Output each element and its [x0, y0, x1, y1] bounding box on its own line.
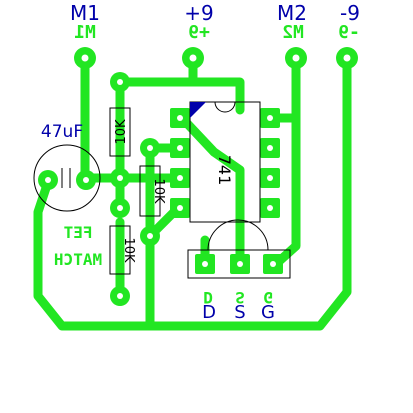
- mirror-m2: M2: [282, 22, 304, 43]
- label-plus9: +9: [184, 1, 213, 25]
- trace-m2-to-ic: [265, 113, 301, 269]
- mirror-m1: M1: [74, 22, 96, 43]
- opamp-notch: [214, 101, 236, 113]
- fet-pin-labels: D S G D S G: [202, 288, 275, 323]
- resistor-top-outline: [109, 107, 131, 157]
- mirror-pin-g: G: [263, 288, 273, 307]
- label-minus9: -9: [340, 1, 360, 25]
- fet-outline: [187, 249, 291, 279]
- trace-ic-diag: [177, 113, 245, 269]
- capacitor-outline: [33, 144, 101, 212]
- label-opamp: 741: [215, 155, 234, 186]
- label-res-mid: 10K: [151, 178, 166, 204]
- opamp-outline: [189, 101, 261, 223]
- label-pin-g: G: [261, 302, 275, 323]
- mirrored-labels: M1 +9 M2 -9 FET MATCH: [54, 22, 360, 269]
- label-res-top: 10K: [114, 119, 129, 145]
- label-res-bot: 10K: [121, 237, 136, 263]
- mirror-fet: FET: [64, 223, 93, 242]
- mirror-pin-s: S: [235, 288, 245, 307]
- opamp-pin1-marker: [190, 102, 206, 118]
- component-labels: 47uF 10K 10K 10K 741: [41, 119, 234, 263]
- label-m2: M2: [277, 1, 307, 25]
- fet-body: [207, 219, 269, 251]
- mirror-plus9: +9: [188, 22, 210, 43]
- resistor-bot-outline: [109, 225, 131, 275]
- silkscreen: [33, 101, 291, 279]
- trace-minus9: [33, 53, 352, 331]
- copper-traces: [33, 53, 352, 331]
- label-m1: M1: [70, 1, 100, 25]
- label-cap-value: 47uF: [41, 122, 83, 142]
- resistor-mid-outline: [139, 165, 161, 217]
- mirror-match: MATCH: [54, 250, 102, 269]
- drill-holes: [45, 54, 351, 299]
- label-pin-d: D: [202, 302, 216, 323]
- mirror-minus9: -9: [338, 22, 360, 43]
- top-labels: M1 +9 M2 -9: [70, 1, 360, 25]
- mirror-pin-d: D: [203, 288, 213, 307]
- label-pin-s: S: [234, 302, 245, 323]
- trace-plus9-to-ic: [185, 77, 245, 115]
